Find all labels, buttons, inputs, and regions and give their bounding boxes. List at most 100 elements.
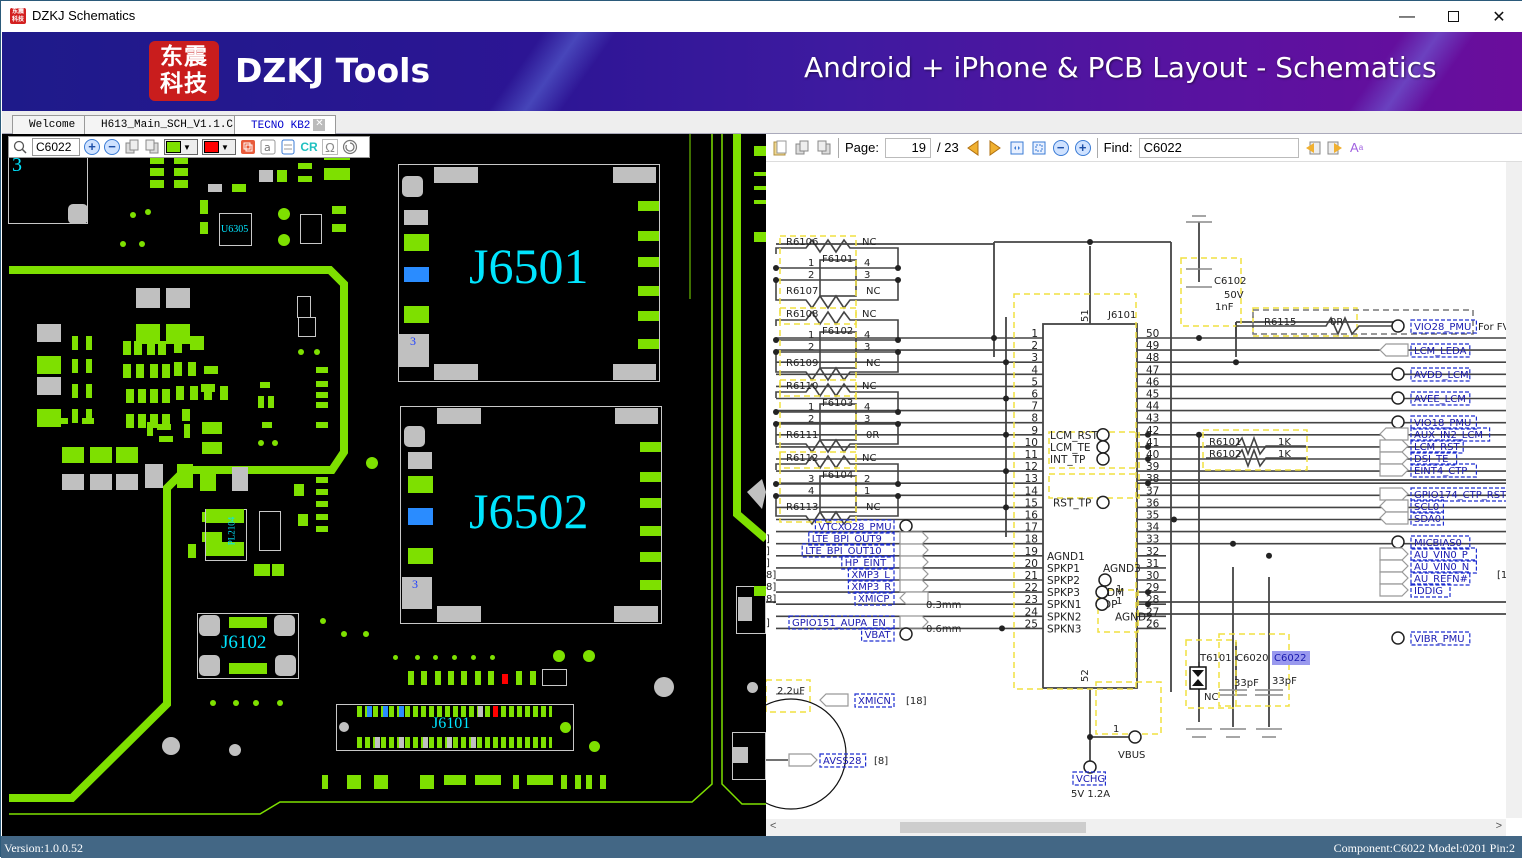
left-pin-number: 25 — [1025, 618, 1038, 630]
net-label[interactable]: XMP3_L — [851, 570, 890, 581]
net-label[interactable]: LTE_BPI_OUT10 — [805, 546, 881, 557]
text-label-icon[interactable]: a — [260, 139, 276, 155]
find-previous-icon[interactable] — [1305, 140, 1321, 156]
net-label[interactable]: XMP3_R — [851, 582, 891, 593]
test-point[interactable] — [1096, 495, 1110, 510]
list-icon[interactable] — [280, 139, 296, 155]
net-label[interactable]: SDA0 — [1414, 514, 1441, 525]
net-label[interactable]: AU_VIN0_N — [1414, 562, 1469, 573]
horizontal-scrollbar[interactable]: <> — [766, 819, 1506, 836]
zoom-in-button[interactable]: + — [84, 139, 100, 155]
test-point[interactable] — [1391, 631, 1405, 645]
pad-color-select[interactable]: ▼ — [164, 139, 198, 155]
find-next-icon[interactable] — [1327, 140, 1343, 156]
net-label[interactable]: AU_VIN0_P — [1414, 550, 1468, 561]
flip-board-icon[interactable] — [144, 139, 160, 155]
net-label[interactable]: VIBR_PMU — [1414, 634, 1465, 645]
fit-page-icon[interactable] — [1031, 140, 1047, 156]
resistor-ref: R6107 — [786, 286, 818, 297]
test-point[interactable] — [1391, 367, 1405, 381]
fit-width-icon[interactable] — [1009, 140, 1025, 156]
schematic-zoom-in-button[interactable]: + — [1074, 139, 1091, 156]
c6022-highlight — [1272, 651, 1310, 665]
test-point[interactable] — [1096, 428, 1110, 442]
net-label[interactable]: EINT4_CTP — [1414, 466, 1467, 477]
net-label[interactable]: XMICP — [858, 594, 889, 605]
prev-page-icon[interactable] — [965, 139, 981, 156]
test-point[interactable] — [1098, 573, 1112, 587]
net-label[interactable]: LTE_BPI_OUT9 — [812, 534, 882, 545]
net-label[interactable]: MICBIAS0 — [1414, 538, 1462, 549]
schematic-zoom-out-button[interactable]: − — [1052, 139, 1069, 156]
net-label[interactable]: HP_EINT — [845, 558, 887, 569]
tab-close-icon[interactable]: ✕ — [313, 119, 326, 131]
net-label[interactable]: AVEE_LCM — [1414, 394, 1466, 405]
rotate-page-icon[interactable] — [794, 140, 810, 156]
test-point[interactable] — [1391, 415, 1405, 429]
test-point[interactable] — [1096, 440, 1110, 454]
test-point[interactable] — [1083, 760, 1097, 774]
net-label[interactable]: SCL0 — [1414, 502, 1439, 513]
flip-page-icon[interactable] — [816, 140, 832, 156]
tab-tecno-kb2[interactable]: TECNO KB2✕ — [234, 115, 337, 134]
vertical-scrollbar[interactable] — [1506, 162, 1522, 818]
junction-dot — [1145, 443, 1151, 450]
net-label[interactable]: VTCXO28_PMU — [818, 522, 891, 533]
reset-icon[interactable] — [342, 139, 358, 155]
maximize-button[interactable] — [1430, 1, 1476, 32]
open-file-icon[interactable] — [772, 140, 788, 156]
test-point[interactable] — [899, 519, 913, 533]
net-label[interactable]: GPIO151_AUPA_EN — [792, 618, 886, 629]
scroll-thumb[interactable] — [900, 822, 1086, 833]
net-label[interactable]: VIO18_PMU — [1414, 418, 1471, 429]
cr-button[interactable]: CR — [300, 140, 318, 154]
resistance-icon[interactable]: Ω — [322, 139, 338, 155]
test-point[interactable] — [1391, 319, 1405, 333]
test-point[interactable] — [1391, 535, 1405, 549]
net-label[interactable]: VBAT — [865, 630, 892, 641]
test-point[interactable] — [899, 627, 913, 641]
test-point[interactable] — [1391, 391, 1405, 405]
find-input[interactable]: C6022 — [1138, 137, 1299, 158]
net-label[interactable]: GPIO174_CTP_RST — [1414, 490, 1506, 501]
right-pin-number: 31 — [1146, 558, 1159, 570]
left-pin-number: 3 — [1031, 352, 1038, 364]
net-label[interactable]: VIO28_PMU — [1414, 322, 1471, 333]
net-label[interactable]: IDDIG — [1414, 586, 1443, 597]
tab-h613-main-sch[interactable]: H613_Main_SCH_V1.1.C — [84, 115, 245, 134]
tab-welcome[interactable]: Welcome — [12, 115, 87, 134]
net-label[interactable]: AU_REFN# — [1414, 574, 1468, 585]
test-point[interactable] — [1095, 597, 1109, 611]
net-label[interactable]: VCHG — [1076, 774, 1105, 785]
zoom-out-button[interactable]: − — [104, 139, 120, 155]
layers-icon[interactable] — [240, 139, 256, 155]
minimize-button[interactable]: — — [1384, 1, 1430, 32]
net-label[interactable]: AVSS28 — [823, 756, 861, 767]
net-label[interactable]: LCM_RST — [1414, 442, 1460, 453]
page-number-input[interactable]: 19 — [884, 137, 931, 158]
highlight-color-select[interactable]: ▼ — [202, 139, 236, 155]
net-label[interactable]: DSI_TE — [1414, 454, 1448, 465]
scroll-right-icon[interactable]: > — [1495, 820, 1502, 832]
pcb-view[interactable]: + − ▼ ▼ a CR Ω 3 — [2, 134, 766, 836]
close-button[interactable]: ✕ — [1476, 1, 1522, 32]
net-label[interactable]: LCM_LEDA — [1414, 346, 1467, 357]
test-point[interactable] — [1128, 730, 1142, 744]
net-label[interactable]: XMICN — [858, 696, 891, 707]
component-search-input[interactable] — [32, 138, 80, 156]
net-label[interactable]: AVDD_LCM — [1414, 370, 1469, 381]
scroll-left-icon[interactable]: < — [770, 820, 777, 832]
junction-dot — [991, 335, 997, 341]
net-label[interactable]: AUX_IN2_LCM — [1414, 430, 1483, 441]
port-symbol — [899, 615, 929, 629]
net-label-box — [1410, 499, 1445, 514]
right-pin-number: 36 — [1146, 497, 1160, 509]
test-point[interactable] — [1095, 585, 1109, 599]
next-page-icon[interactable] — [987, 139, 1003, 156]
pcb-toolbar: + − ▼ ▼ a CR Ω — [8, 136, 370, 158]
c6022-ref[interactable]: C6022 — [1274, 653, 1306, 664]
test-point[interactable] — [1096, 452, 1110, 466]
rotate-board-icon[interactable] — [124, 139, 140, 155]
